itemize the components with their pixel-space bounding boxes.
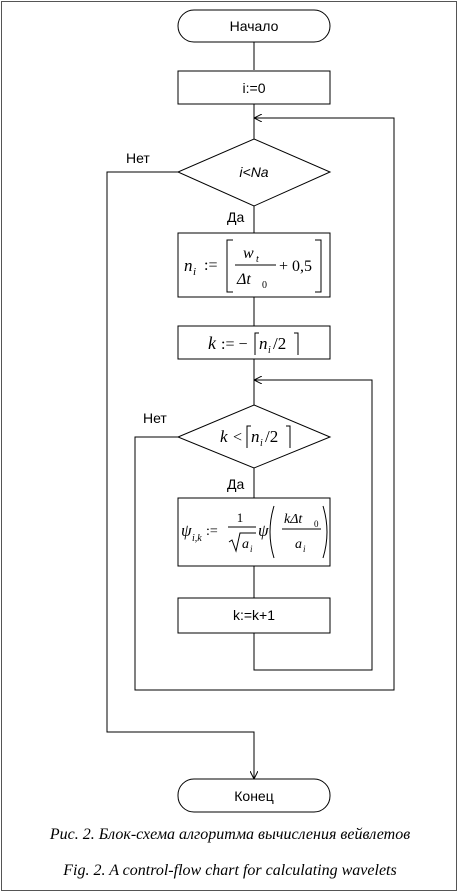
end-terminal bbox=[177, 778, 331, 813]
psi-den: a bbox=[295, 537, 302, 552]
cond2-n: n bbox=[251, 427, 260, 446]
increment-label: k:=k+1 bbox=[233, 607, 275, 623]
inner-loop-return bbox=[253, 380, 373, 671]
cond1-yes-label: Да bbox=[227, 209, 244, 225]
k-init-process bbox=[177, 325, 331, 360]
psi-lhs-sub: i,k bbox=[192, 533, 202, 544]
psi-psi: ψ bbox=[258, 521, 269, 540]
ni-num: w bbox=[243, 245, 254, 262]
ni-lhs-sub: i bbox=[193, 266, 196, 278]
ni-plus: + 0,5 bbox=[279, 258, 312, 275]
psi-paren-left bbox=[269, 505, 275, 559]
psi-one: 1 bbox=[237, 510, 244, 525]
cond2-floor-left bbox=[246, 425, 251, 448]
psi-den-sub: i bbox=[303, 544, 306, 554]
psi-sqrt-sign bbox=[228, 532, 256, 553]
ni-den: Δt bbox=[236, 271, 251, 288]
caption-en: Fig. 2. A control-flow chart for calcula… bbox=[63, 862, 397, 879]
cond2-div: /2 bbox=[265, 427, 278, 446]
ni-floor-left bbox=[226, 239, 233, 293]
end-label: Конец bbox=[234, 788, 273, 804]
psi-num: kΔt bbox=[284, 512, 303, 527]
ni-formula: n i := w t Δt 0 + 0,5 bbox=[184, 239, 322, 293]
psi-sqrt-arg: a bbox=[242, 537, 249, 552]
increment-process bbox=[177, 597, 331, 634]
psi-num-sub: 0 bbox=[314, 519, 319, 529]
cond2-floor-right bbox=[286, 425, 291, 448]
k-init-floor-left bbox=[254, 332, 259, 355]
k-init-assign: := − bbox=[221, 336, 248, 353]
init-label: i:=0 bbox=[243, 80, 266, 96]
ni-lhs: n bbox=[184, 256, 193, 275]
cond2-lt: < bbox=[233, 429, 242, 446]
init-process bbox=[177, 70, 331, 105]
cond2-formula: k < n i /2 bbox=[220, 425, 291, 449]
k-init-floor-right bbox=[294, 332, 299, 355]
k-init-n: n bbox=[259, 334, 268, 353]
condition-k-less-half-ni bbox=[176, 404, 332, 469]
cond1-no-label: Нет bbox=[126, 150, 150, 166]
caption-ru: Рис. 2. Блок-схема алгоритма вычисления … bbox=[49, 826, 411, 843]
exit-to-end bbox=[106, 171, 254, 778]
ni-process bbox=[177, 232, 331, 298]
k-init-n-sub: i bbox=[268, 345, 271, 356]
psi-process bbox=[177, 497, 331, 567]
psi-assign: := bbox=[206, 524, 218, 539]
start-terminal bbox=[177, 9, 331, 43]
cond2-n-sub: i bbox=[260, 438, 263, 449]
condition-i-less-na bbox=[176, 138, 332, 207]
k-init-k: k bbox=[208, 333, 217, 353]
ni-assign: := bbox=[204, 257, 217, 274]
cond2-yes-label: Да bbox=[227, 476, 244, 492]
psi-lhs: ψ bbox=[181, 521, 192, 540]
psi-paren-right bbox=[322, 505, 328, 559]
ni-den-sub: 0 bbox=[262, 280, 267, 291]
k-init-div: /2 bbox=[273, 334, 286, 353]
cond1-label: i<Na bbox=[239, 164, 268, 180]
cond2-no-label: Нет bbox=[143, 410, 167, 426]
connectors bbox=[106, 42, 395, 778]
ni-floor-right bbox=[315, 239, 322, 293]
outer-loop-return bbox=[134, 118, 395, 691]
ni-num-sub: t bbox=[256, 254, 259, 265]
psi-sqrt-sub: i bbox=[250, 544, 253, 554]
psi-formula: ψ i,k := 1 a i ψ kΔt 0 a i bbox=[181, 505, 328, 559]
start-label: Начало bbox=[230, 18, 279, 34]
cond2-k: k bbox=[220, 427, 228, 446]
k-init-formula: k := − n i /2 bbox=[208, 332, 299, 356]
